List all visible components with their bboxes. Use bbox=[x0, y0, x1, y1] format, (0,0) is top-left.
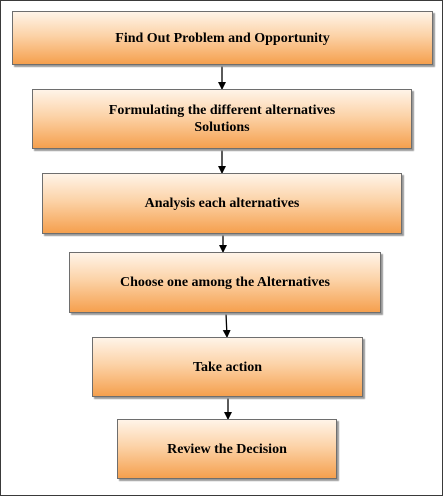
arrow-step4-to-step5 bbox=[222, 312, 231, 338]
step-label: Formulating the different alternatives bbox=[108, 103, 336, 118]
step-find-problem: Find Out Problem and Opportunity bbox=[12, 11, 433, 65]
step-analysis-alternatives: Analysis each alternatives bbox=[42, 173, 402, 234]
step-formulate-alternatives: Formulating the different alternatives S… bbox=[32, 89, 412, 149]
step-label-line2: Solutions bbox=[194, 120, 250, 135]
step-take-action: Take action bbox=[92, 337, 363, 397]
step-review-decision: Review the Decision bbox=[117, 419, 337, 479]
step-label: Take action bbox=[192, 359, 263, 375]
step-label: Choose one among the Alternatives bbox=[120, 275, 330, 290]
step-label: Analysis each alternatives bbox=[144, 196, 300, 211]
step-label: Review the Decision bbox=[167, 441, 287, 457]
step-choose-alternative: Choose one among the Alternatives bbox=[69, 252, 381, 313]
step-label: Find Out Problem and Opportunity bbox=[115, 30, 330, 46]
